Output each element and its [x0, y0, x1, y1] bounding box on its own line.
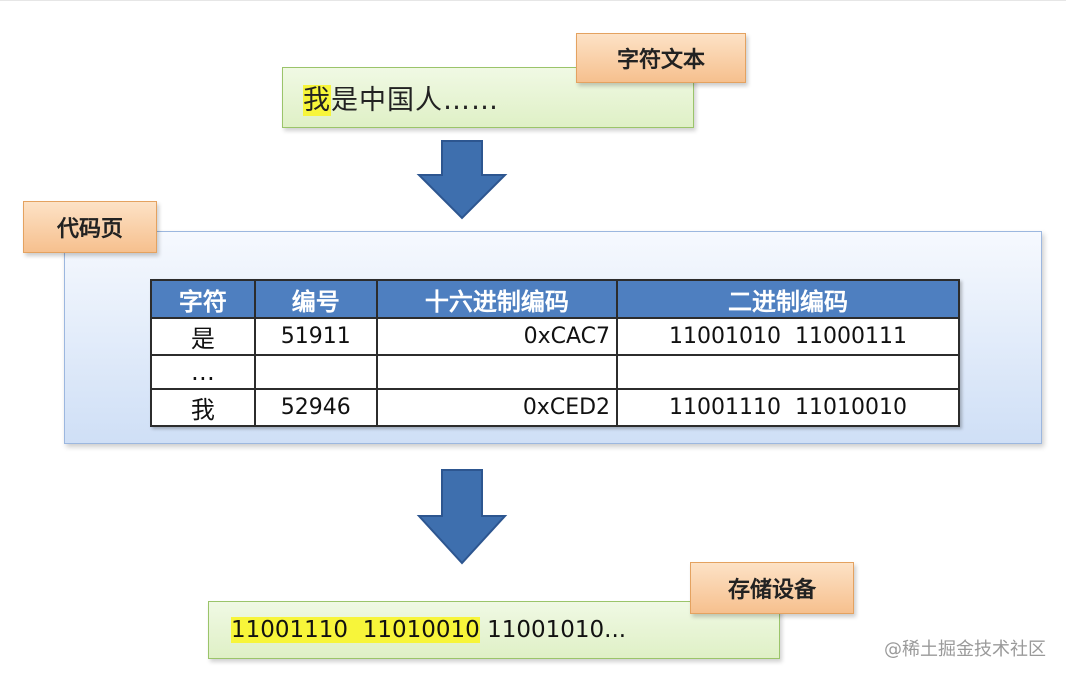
header-binary: 二进制编码 [616, 279, 960, 319]
cell-number: 51911 [253, 317, 378, 356]
down-arrow-icon [416, 469, 508, 565]
table-header-row: 字符 编号 十六进制编码 二进制编码 [150, 279, 960, 319]
cell-char: 我 [150, 388, 256, 427]
watermark: @稀土掘金技术社区 [884, 639, 1046, 660]
stored-bytes: 11001110 11010010 11001010... [231, 617, 626, 643]
cell-binary: 11001110 11010010 [616, 388, 960, 427]
down-arrow-icon [416, 140, 508, 220]
cell-hex: 0xCED2 [375, 388, 619, 427]
cell-number: 52946 [253, 388, 378, 427]
tag-storage-device: 存储设备 [690, 562, 854, 614]
header-number: 编号 [253, 279, 378, 319]
table-row: … [150, 354, 960, 390]
header-hex: 十六进制编码 [375, 279, 619, 319]
tag-character-text: 字符文本 [576, 33, 746, 83]
cell-binary [616, 354, 960, 390]
highlighted-bytes: 11001110 11010010 [231, 617, 480, 643]
code-page-table: 字符 编号 十六进制编码 二进制编码 是 51911 0xCAC7 110010… [150, 279, 960, 427]
tag-code-page: 代码页 [23, 201, 157, 253]
cell-hex: 0xCAC7 [375, 317, 619, 356]
cell-hex [375, 354, 619, 390]
remaining-text: 是中国人…… [331, 85, 499, 116]
cell-binary: 11001010 11000111 [616, 317, 960, 356]
remaining-bytes: 11001010... [479, 617, 627, 643]
character-text: 我是中国人…… [303, 78, 499, 117]
cell-char: … [150, 354, 256, 390]
cell-number [253, 354, 378, 390]
highlighted-char: 我 [303, 85, 331, 116]
cell-char: 是 [150, 317, 256, 356]
storage-device-box: 11001110 11010010 11001010... [208, 601, 780, 659]
table-row: 是 51911 0xCAC7 11001010 11000111 [150, 317, 960, 356]
table-row: 我 52946 0xCED2 11001110 11010010 [150, 388, 960, 427]
header-char: 字符 [150, 279, 256, 319]
